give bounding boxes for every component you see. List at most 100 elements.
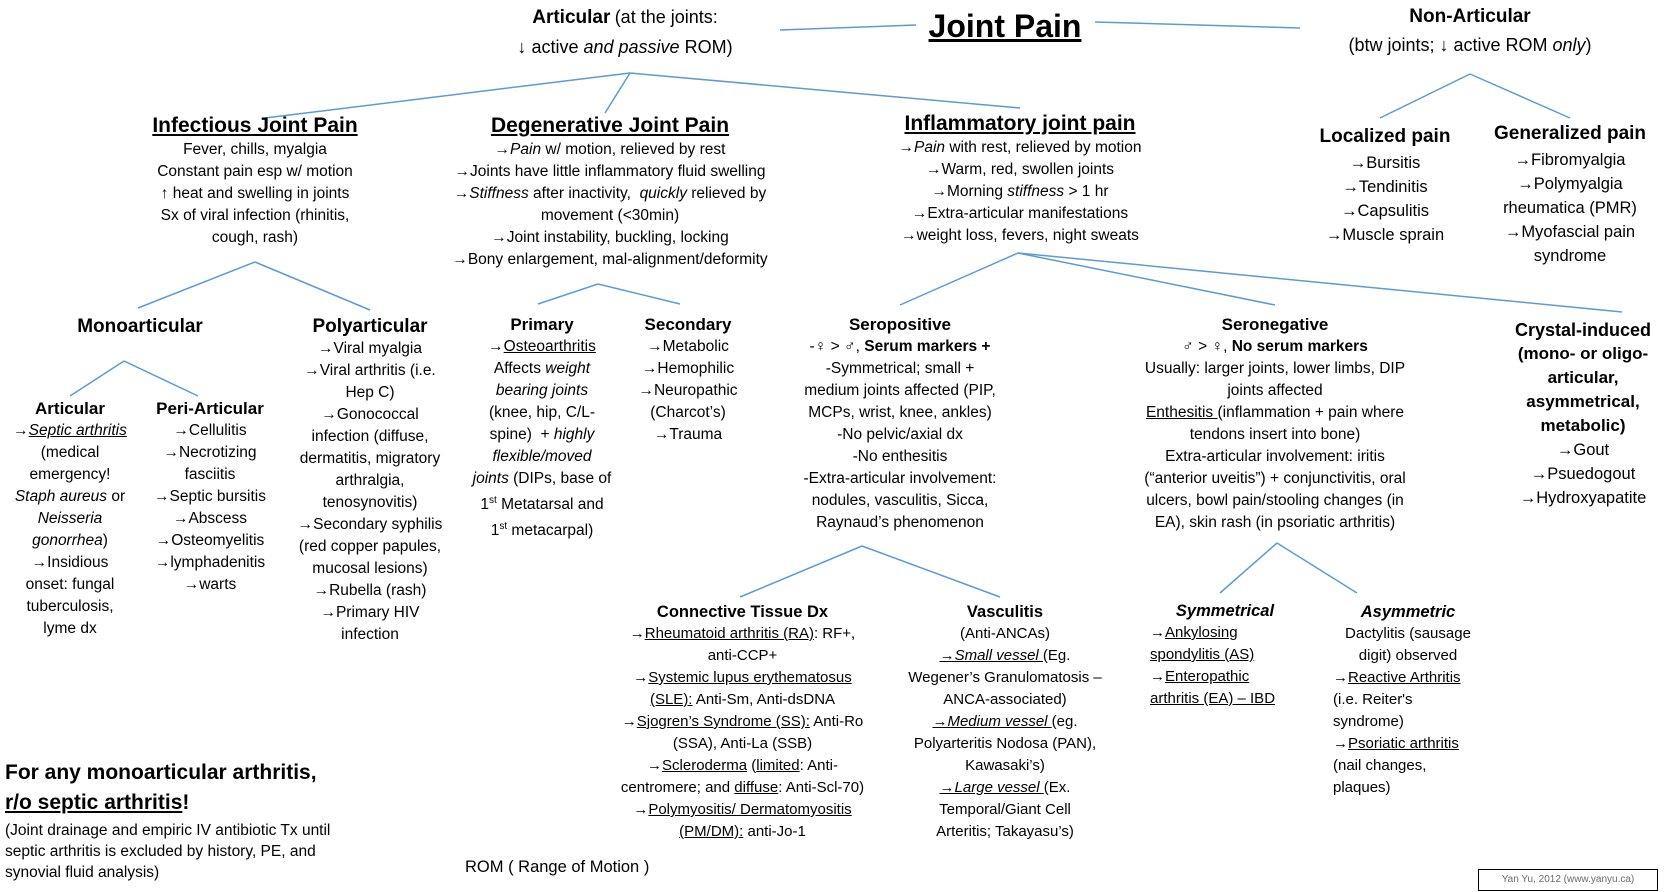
- text-fragment: > 1 hr: [1064, 183, 1109, 200]
- text-fragment: centromere; and: [620, 779, 735, 796]
- non-articular-heading: Non-Articular: [1409, 6, 1531, 27]
- arrow-icon: →: [621, 713, 637, 730]
- connector: [597, 283, 681, 305]
- text-fragment: (eg.: [1051, 713, 1078, 730]
- text-fragment: with rest, relieved by motion: [945, 139, 1142, 156]
- text-line: (Anti-ANCAs): [959, 625, 1050, 642]
- text-fragment: Psoriatic arthritis: [1348, 735, 1459, 752]
- list-item: →Cellulitis: [173, 422, 247, 439]
- connector: [1094, 21, 1301, 29]
- list-item: →Osteomyelitis: [155, 532, 265, 549]
- list-item: →Tendinitis: [1342, 178, 1428, 196]
- arrow-icon: →: [1150, 624, 1165, 641]
- superscript: st: [499, 521, 508, 533]
- text-line: ANCA-associated): [943, 691, 1067, 708]
- list-item: →Viral arthritis (i.e.: [304, 362, 436, 379]
- text-line: EA), skin rash (in psoriatic arthritis): [1154, 514, 1396, 531]
- seronegative-block: Seronegative ♂ > ♀, No serum markers Usu…: [1110, 314, 1440, 534]
- text-fragment: relieved by: [686, 185, 767, 202]
- text-fragment: ): [102, 532, 108, 549]
- connective-heading: Connective Tissue Dx: [656, 603, 829, 621]
- articular-active: active: [531, 37, 579, 57]
- text-fragment: 1: [490, 522, 500, 540]
- text-fragment: highly: [553, 426, 595, 443]
- text-line: (knee, hip, C/L-: [489, 404, 595, 421]
- text-fragment: (Eg.: [1042, 647, 1071, 664]
- connector: [69, 360, 125, 397]
- text-fragment: Ankylosing: [1165, 624, 1238, 641]
- seropositive-heading: Seropositive: [848, 315, 952, 334]
- note-line: (Joint drainage and empiric IV antibioti…: [5, 822, 331, 839]
- text-line: flexible/moved: [492, 448, 592, 465]
- text-line: Wegener’s Granulomatosis –: [908, 669, 1102, 686]
- text-line: digit) observed: [1358, 647, 1458, 664]
- text-line: -Extra-articular involvement:: [803, 470, 997, 487]
- page-title: Joint Pain: [928, 8, 1082, 44]
- text-line: ↑ heat and swelling in joints: [160, 185, 350, 202]
- vasculitis-block: Vasculitis (Anti-ANCAs) →Small vessel (E…: [890, 601, 1120, 843]
- seronegative-heading: Seronegative: [1221, 315, 1329, 334]
- arrow-icon: →: [1333, 735, 1348, 752]
- list-item: →lymphadenitis: [154, 554, 266, 571]
- list-item: (Charcot’s): [650, 404, 726, 421]
- text-fragment: →Small vessel: [940, 647, 1043, 664]
- superscript: st: [489, 495, 497, 506]
- text-line: arthritis (EA) – IBD: [1150, 690, 1276, 707]
- text-line: plaques): [1333, 779, 1391, 796]
- peri-articular-heading: Peri-Articular: [156, 399, 264, 418]
- text-fragment: or: [107, 488, 126, 505]
- text-fragment: Stiffness: [469, 185, 529, 202]
- text-line: →Joint instability, buckling, locking: [491, 229, 729, 246]
- text-line: Sx of viral infection (rhinitis,: [160, 207, 350, 224]
- secondary-block: Secondary →Metabolic →Hemophilic →Neurop…: [628, 314, 748, 446]
- text-fragment: →Medium vessel: [932, 713, 1051, 730]
- text-line: →weight loss, fevers, night sweats: [901, 227, 1139, 244]
- text-fragment: Pain: [510, 141, 542, 158]
- text-line: -No enthesitis: [852, 448, 948, 465]
- warning-line-2: r/o septic arthritis: [5, 791, 183, 814]
- text-fragment: Serum markers +: [864, 338, 991, 355]
- text-fragment: ♂ > ♀,: [1182, 338, 1232, 355]
- warning-block: For any monoarticular arthritis, r/o sep…: [5, 758, 425, 883]
- text-fragment: anti-Jo-1: [743, 823, 806, 840]
- degenerative-heading: Degenerative Joint Pain: [490, 114, 730, 137]
- arrow-icon: →: [13, 422, 29, 439]
- list-item: →Gonococcal: [321, 406, 419, 423]
- list-item: →Muscle sprain: [1325, 226, 1445, 244]
- list-item: →Necrotizing: [163, 444, 257, 461]
- list-item: dermatitis, migratory: [299, 450, 441, 467]
- arrow-icon: →: [453, 185, 470, 202]
- text-fragment: Reactive Arthritis: [1348, 669, 1461, 686]
- list-item: →Hemophilic: [641, 360, 735, 377]
- text-fragment: No serum markers: [1231, 338, 1368, 355]
- text-fragment: quickly: [639, 185, 687, 202]
- arrow-icon: →: [939, 779, 955, 796]
- note-line: septic arthritis is excluded by history,…: [5, 843, 316, 860]
- text-line: (medical: [40, 444, 100, 461]
- text-line: bearing joints: [495, 382, 589, 399]
- arrow-icon: →: [898, 139, 915, 156]
- list-item: →Metabolic: [647, 338, 729, 355]
- primary-heading: Primary: [510, 315, 574, 334]
- connector: [1219, 542, 1278, 594]
- text-fragment: -♀ > ♂,: [809, 338, 865, 355]
- peri-articular-block: Peri-Articular →Cellulitis →Necrotizing …: [140, 398, 280, 596]
- text-line: (“anterior uveitis”) + conjunctivitis, o…: [1144, 470, 1406, 487]
- list-item: →Myofascial pain: [1504, 223, 1636, 241]
- text-fragment: Systemic lupus erythematosus: [648, 669, 852, 686]
- text-fragment: metacarpal): [507, 522, 594, 540]
- text-line: lyme dx: [43, 620, 97, 637]
- connector: [537, 283, 599, 305]
- list-item: mucosal lesions): [312, 560, 428, 577]
- rom-legend: ROM ( Range of Motion ): [465, 858, 650, 876]
- list-item: arthralgia,: [335, 472, 405, 489]
- text-fragment: (inflammation + pain where: [1217, 404, 1405, 421]
- infectious-heading: Infectious Joint Pain: [152, 114, 358, 137]
- text-line: spondylitis (AS): [1150, 646, 1255, 663]
- text-line: Kawasaki’s): [965, 757, 1045, 774]
- arrow-icon: →: [1150, 668, 1165, 685]
- connector: [123, 360, 199, 397]
- generalized-pain-block: Generalized pain →Fibromyalgia →Polymyal…: [1480, 122, 1660, 268]
- arrow-icon: →: [633, 801, 649, 818]
- text-fragment: →Large vessel: [940, 779, 1044, 796]
